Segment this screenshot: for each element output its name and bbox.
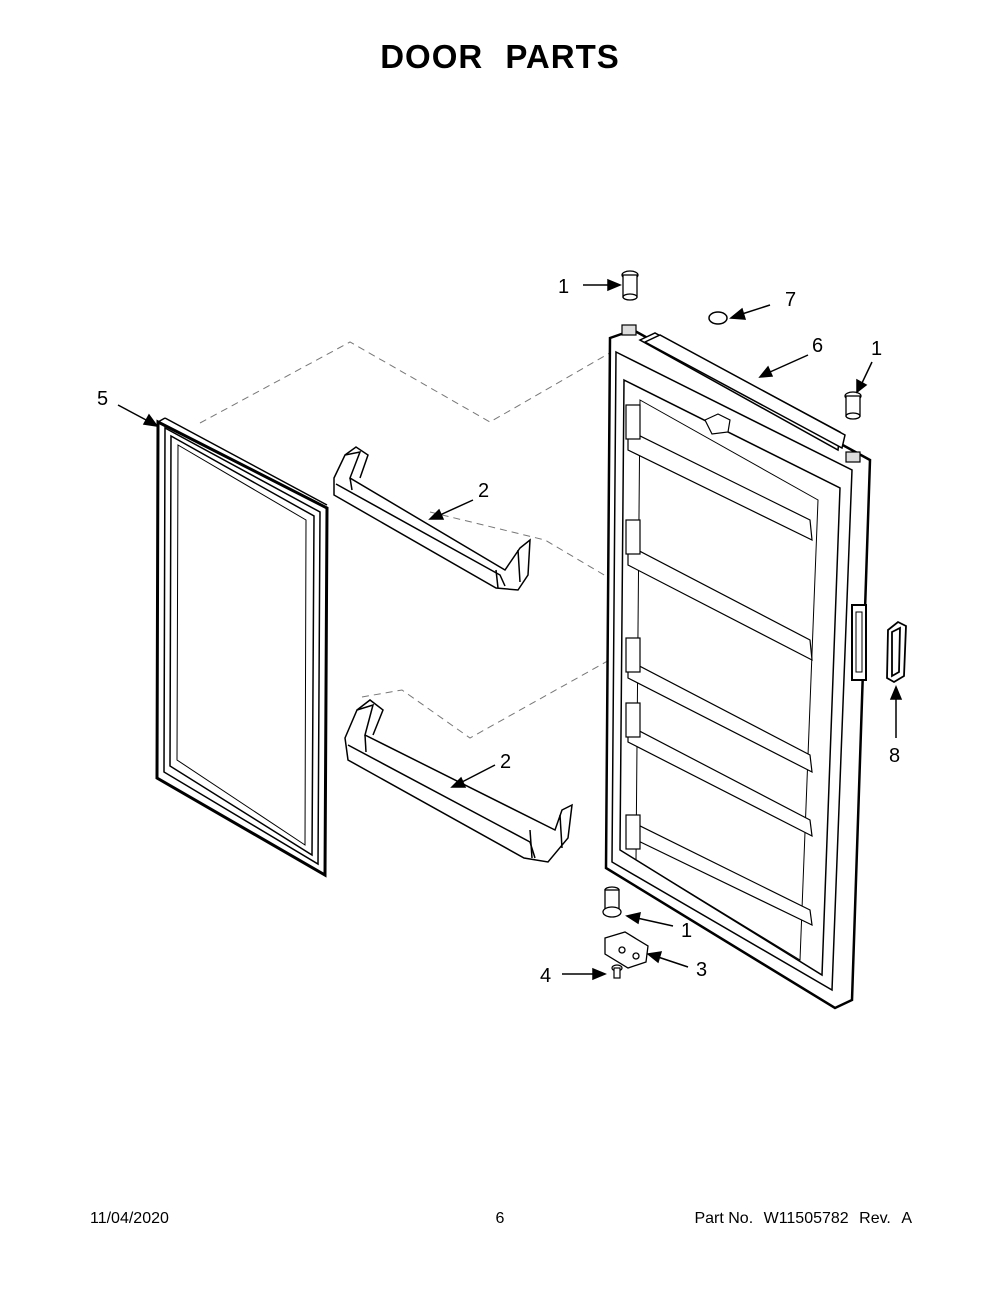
- callout-door-cap: 6: [812, 335, 823, 357]
- footer-part-info: Part No. W11505782 Rev. A: [694, 1210, 912, 1228]
- callout-door-bin-lower: 2: [500, 751, 511, 773]
- hinge-pin-top-left: [621, 270, 639, 301]
- footer-rev-label: Rev.: [859, 1210, 891, 1227]
- page-title: DOOR PARTS: [0, 38, 1000, 76]
- door-gasket: [155, 417, 329, 878]
- hinge-pin-top-right: [844, 391, 862, 420]
- freezer-door: [604, 324, 872, 1010]
- footer-part-number: W11505782: [763, 1210, 849, 1227]
- title-word-parts: PARTS: [505, 38, 620, 75]
- hinge-bracket: [604, 931, 649, 969]
- door-handle: [886, 620, 907, 684]
- callout-hinge-pin-top-left: 1: [558, 276, 569, 298]
- footer-page-number: 6: [495, 1210, 505, 1227]
- footer-part-label: Part No.: [694, 1210, 754, 1227]
- footer-rev: A: [901, 1210, 912, 1227]
- title-word-door: DOOR: [380, 38, 484, 75]
- alignment-guides: [199, 341, 761, 739]
- callout-o-ring: 7: [785, 289, 796, 311]
- o-ring: [708, 311, 728, 325]
- callout-screw: 4: [540, 965, 551, 987]
- callout-hinge-bracket: 3: [696, 959, 707, 981]
- callout-hinge-pin-top-right: 1: [871, 338, 882, 360]
- leader-arrows: [117, 278, 903, 981]
- callout-hinge-pin-bottom: 1: [681, 920, 692, 942]
- hinge-pin-bottom: [602, 886, 622, 918]
- callout-door-bin-upper: 2: [478, 480, 489, 502]
- callout-handle: 8: [889, 745, 900, 767]
- footer-date: 11/04/2020: [90, 1210, 169, 1227]
- screw: [611, 964, 623, 979]
- door-cap: [643, 334, 846, 450]
- door-bin-upper: [333, 446, 531, 591]
- callout-gasket: 5: [97, 388, 108, 410]
